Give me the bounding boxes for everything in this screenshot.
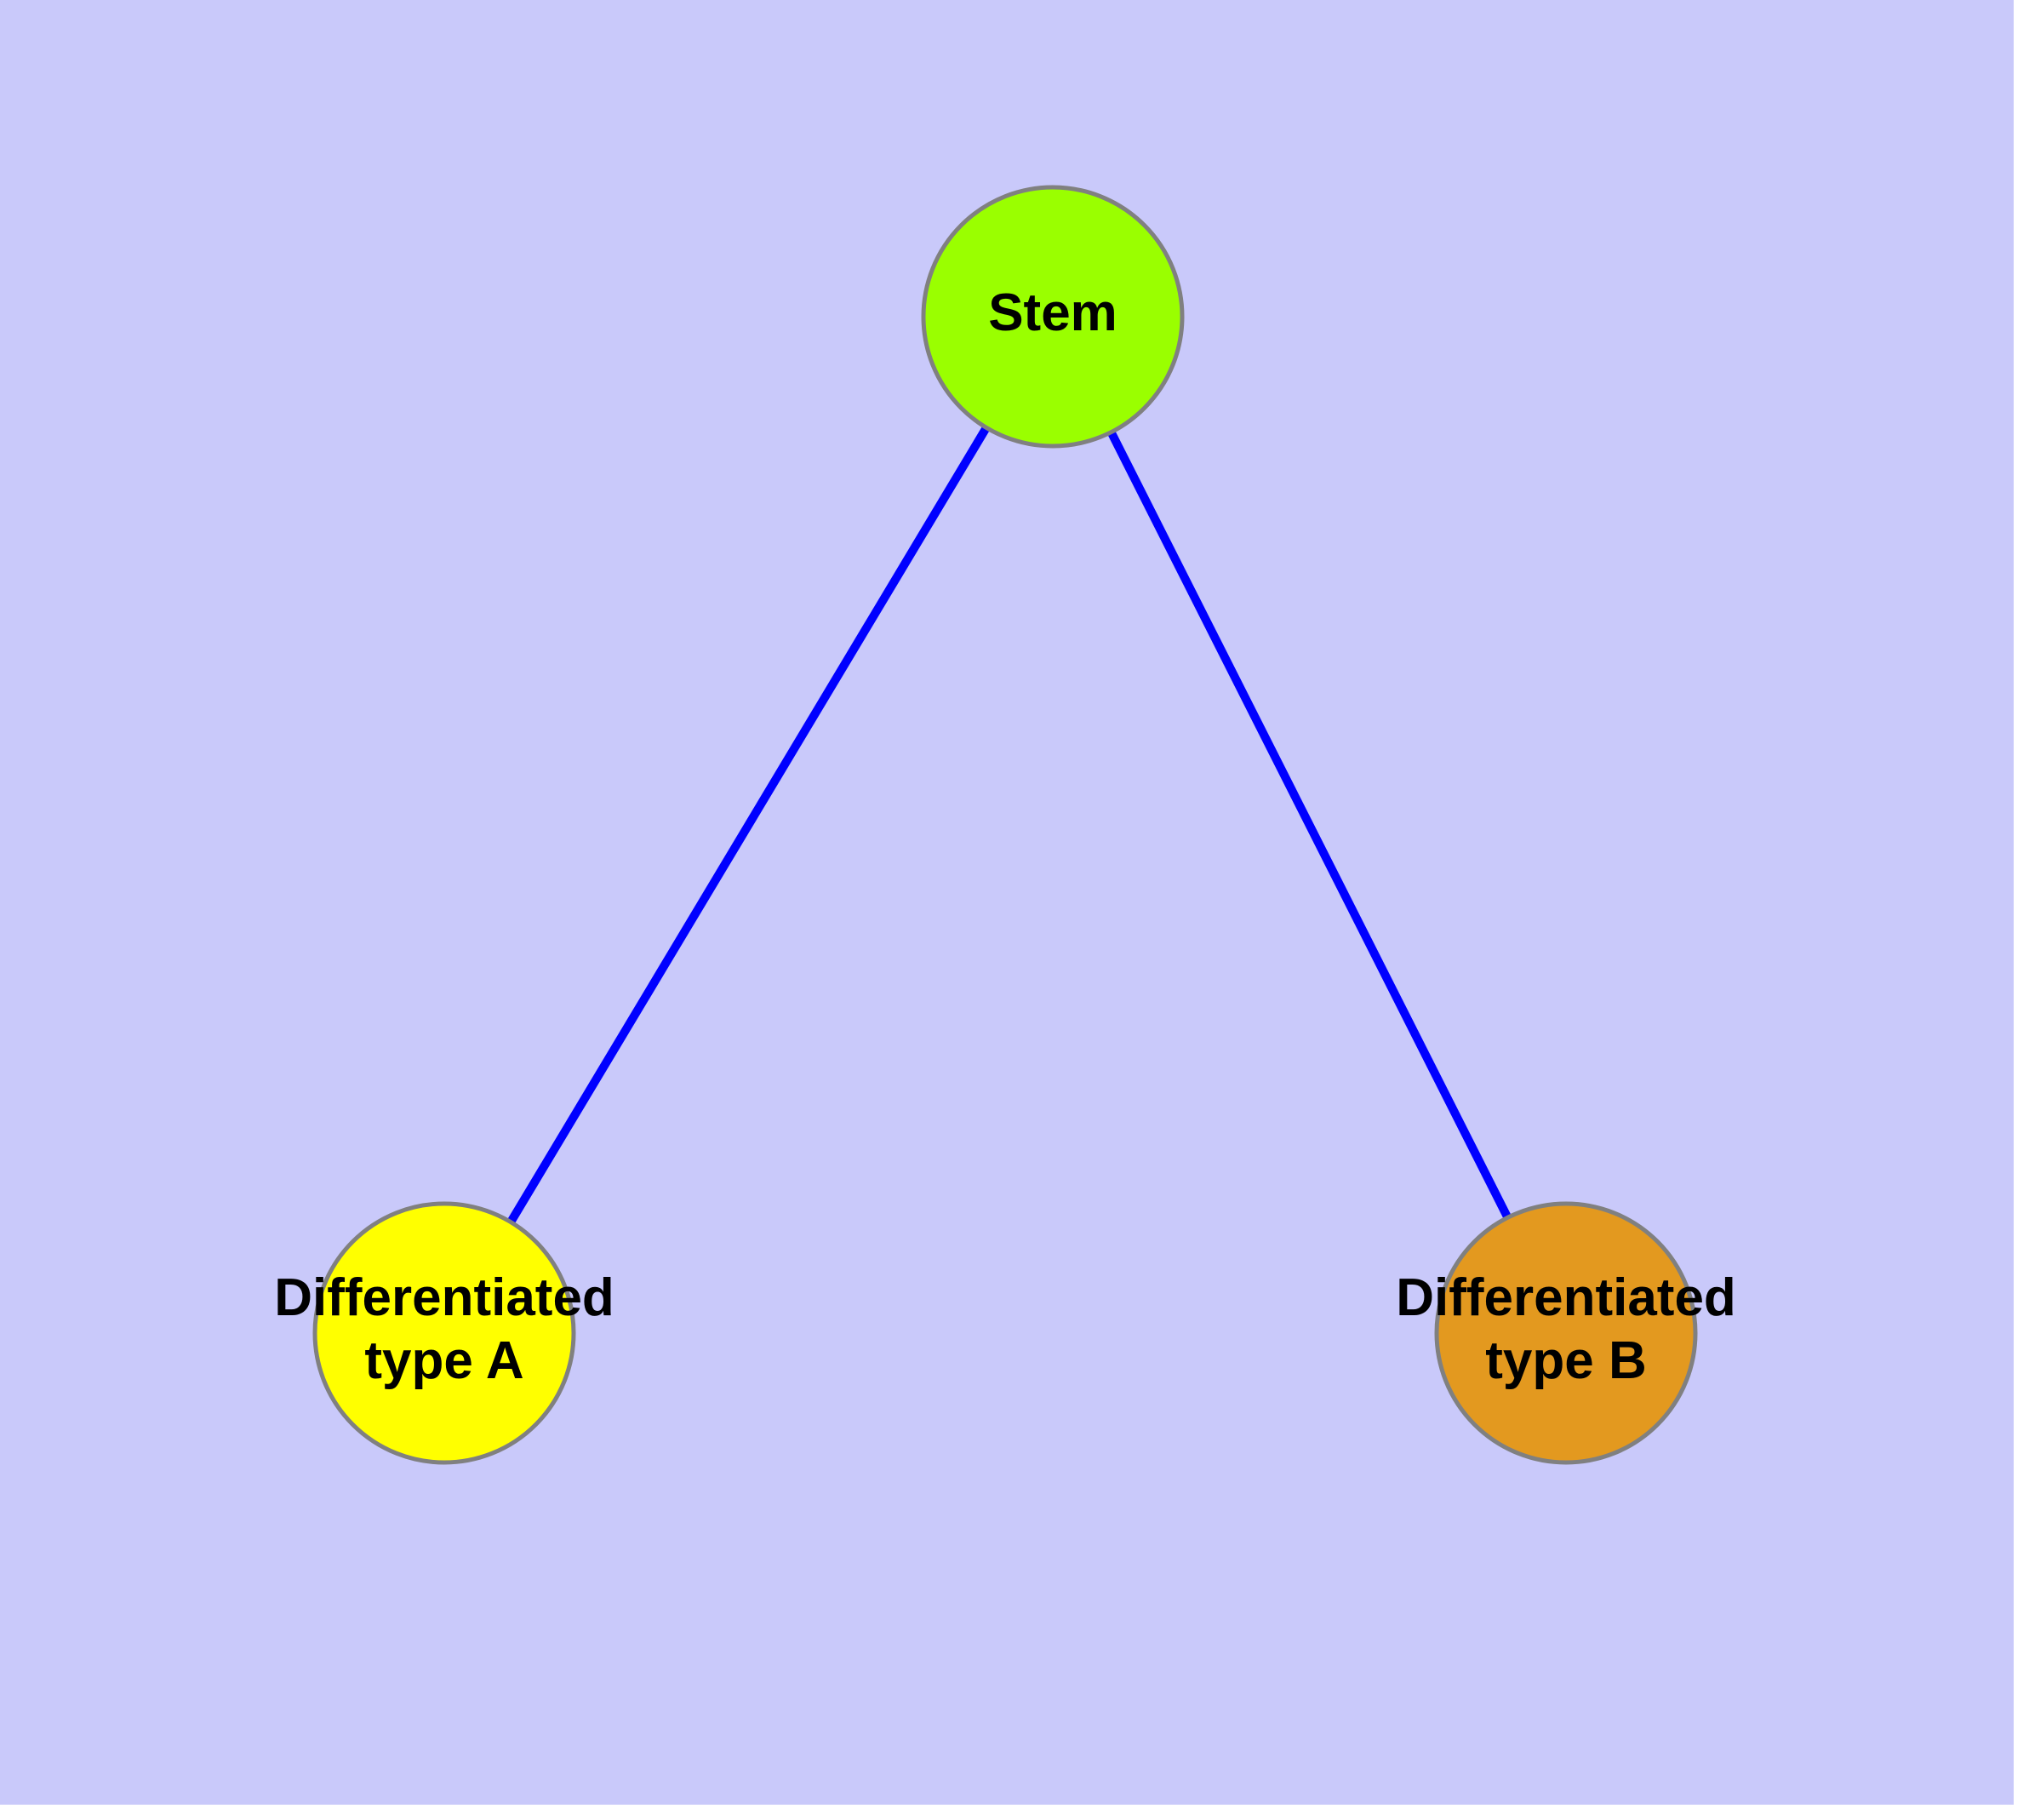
edge-stem-to-differentiated-type-b[interactable] (1107, 430, 1512, 1220)
edge-stem-to-differentiated-type-a[interactable] (506, 425, 991, 1225)
node-stem-label: Stem (988, 283, 1117, 342)
node-differentiated-type-b-circle[interactable] (1434, 1201, 1698, 1465)
edge-layer (506, 425, 1512, 1225)
node-differentiated-type-a-circle[interactable] (312, 1201, 576, 1465)
node-stem-circle[interactable] (921, 185, 1185, 449)
node-stem[interactable]: Stem (921, 185, 1185, 449)
